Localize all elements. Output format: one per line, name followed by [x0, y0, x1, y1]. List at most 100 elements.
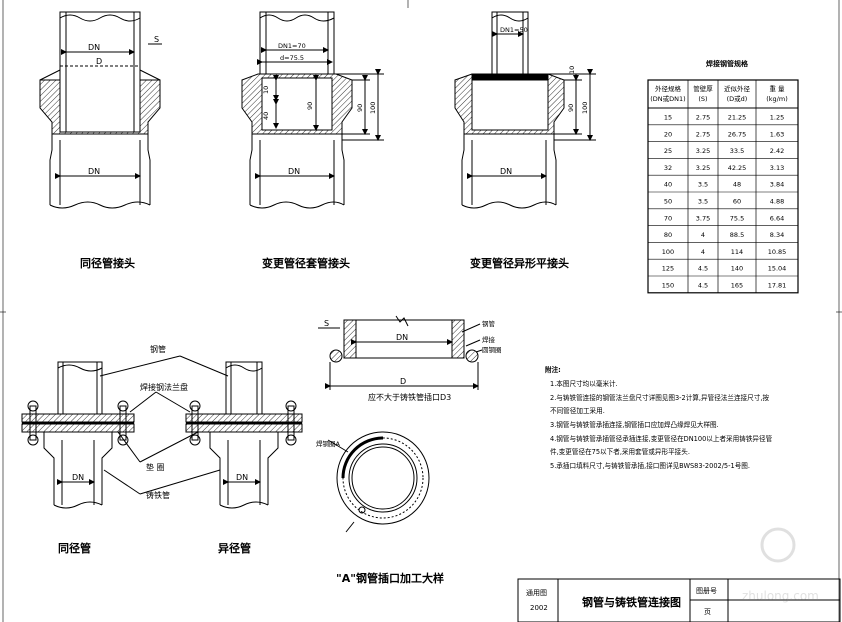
table-cell: 10.85: [768, 248, 787, 256]
table-cell: 4.88: [770, 198, 784, 206]
table-cell: 21.25: [728, 114, 747, 122]
note-line: 5.承插口填料尺寸,与铸铁管承插,接口图详见BWS83-2002/5-1号图.: [550, 461, 750, 470]
fig5-caption: "A"钢管插口加工大样: [336, 571, 444, 585]
fig2-dim-100: 100: [369, 102, 377, 114]
table-cell: 26.75: [728, 130, 747, 138]
fig2-d755-label: d=75.5: [280, 54, 304, 62]
title-block-year: 2002: [530, 604, 548, 612]
table-cell: 3.84: [770, 181, 784, 189]
notes-list: 1.本图尺寸均以毫米计. 2.与铸铁管连接的钢管法兰盘尺寸详图见图3-2计算,异…: [550, 379, 773, 470]
table-cell: 2.75: [696, 114, 710, 122]
fig2-caption: 变更管径套管接头: [262, 256, 350, 270]
fig4-gasket-label: 垫 圈: [146, 462, 165, 472]
note-line: 3.钢管与铸铁管承插连接,钢管插口应加焊凸缘焊见大样图.: [550, 420, 719, 429]
table-cell: 4.5: [698, 282, 708, 290]
table-cell: 4: [701, 231, 705, 239]
table-cell: 60: [733, 198, 741, 206]
table-cell: 2.75: [696, 130, 710, 138]
fig2-dim-10: 10: [262, 86, 270, 94]
table-cell: 75.5: [730, 214, 744, 222]
table-cell: 80: [664, 231, 672, 239]
fig1-same-diameter-joint: [39, 11, 162, 209]
table-header-cell: 近似外径: [724, 84, 751, 93]
fig1-dn-label: DN: [88, 43, 100, 52]
table-cell: 25: [664, 147, 672, 155]
fig4-flange-connections: [21, 355, 303, 509]
note-line: 件,变更管径在75以下者,采用套管或异形平接头.: [550, 447, 690, 456]
fig3-caption: 变更管径异形平接头: [470, 256, 569, 270]
note-line: 不同管径加工采用.: [550, 406, 605, 415]
fig3-dim-90: 90: [567, 104, 575, 112]
table-cell: 15: [664, 114, 672, 122]
table-header-cell: (D或d): [727, 94, 748, 103]
table-header-cell: 管壁厚: [693, 84, 713, 93]
fig4-dn-left: DN: [72, 473, 84, 482]
table-cell: 165: [731, 282, 743, 290]
note-line: 4.钢管与铸铁管承插管径承插连接,变更管径在DN100以上者采用铸铁异径管: [550, 434, 773, 443]
fig4-caption-left: 同径管: [58, 541, 91, 555]
watermark-logo: zhulong.com: [742, 527, 819, 603]
fig2-dn-label: DN: [288, 167, 300, 176]
fig1-caption: 同径管接头: [80, 256, 135, 270]
table-cell: 42.25: [728, 164, 747, 172]
fig2-dim-90a: 90: [306, 102, 314, 110]
fig3-dim-10: 10: [568, 66, 576, 74]
table-header-cell: 重 量: [769, 85, 785, 93]
fig4-dn-right: DN: [236, 473, 248, 482]
table-header-cell: (kg/m): [766, 95, 787, 103]
table-cell: 125: [662, 265, 674, 273]
fig5-d-label: D: [400, 377, 406, 386]
table-cell: 100: [662, 248, 674, 256]
title-block-title: 钢管与铸铁管连接图: [582, 595, 681, 609]
table-cell: 3.5: [698, 181, 708, 189]
fig5-steel-label: 钢管: [482, 319, 496, 328]
table-header-cell: (S): [698, 95, 707, 103]
fig2-reducing-sleeve-joint: [241, 11, 384, 209]
table-cell: 48: [733, 181, 741, 189]
table-cell: 50: [664, 198, 672, 206]
table-cell: 88.5: [730, 231, 744, 239]
table-cell: 2.42: [770, 147, 784, 155]
spec-table-title: 焊接钢管规格: [706, 59, 749, 68]
title-block-atlas-label: 图册号: [696, 587, 717, 595]
table-cell: 150: [662, 282, 674, 290]
fig5-socket-detail: [318, 315, 483, 533]
table-cell: 3.5: [698, 198, 708, 206]
table-cell: 1.63: [770, 130, 784, 138]
fig2-dim-40: 40: [262, 112, 270, 120]
fig1-d-label: D: [96, 57, 102, 66]
table-cell: 15.04: [768, 265, 787, 273]
fig1-dn-bottom-label: DN: [88, 167, 100, 176]
table-cell: 114: [731, 248, 743, 256]
fig4-cast-pipe-label: 铸铁管: [146, 490, 170, 500]
fig2-dn70-label: DN1=70: [278, 42, 306, 50]
fig3-dn-label: DN: [500, 167, 512, 176]
table-cell: 1.25: [770, 114, 784, 122]
note-line: 2.与铸铁管连接的钢管法兰盘尺寸详图见图3-2计算,异管径法兰连接尺寸,按: [550, 393, 769, 402]
fig3-dn50-label: DN1=50: [500, 26, 528, 34]
table-header-cell: (DN或DN1): [650, 94, 685, 103]
table-cell: 33.5: [730, 147, 744, 155]
fig5-ring-label: 圆钢圈: [482, 346, 502, 354]
table-cell: 32: [664, 164, 672, 172]
table-cell: 8.34: [770, 231, 784, 239]
fig5-dn-label: DN: [396, 333, 408, 342]
table-cell: 70: [664, 214, 672, 222]
title-block-std: 通用图: [526, 588, 547, 597]
table-cell: 3.75: [696, 214, 710, 222]
table-header-cell: 外径规格: [655, 84, 682, 93]
table-cell: 4: [701, 248, 705, 256]
table-cell: 3.25: [696, 164, 710, 172]
table-cell: 4.5: [698, 265, 708, 273]
fig4-flange-label: 焊接钢法兰盘: [140, 382, 188, 392]
table-cell: 6.64: [770, 214, 784, 222]
table-cell: 20: [664, 130, 672, 138]
fig3-reducing-flat-joint: [454, 11, 596, 209]
watermark-text: zhulong.com: [742, 589, 819, 603]
fig3-dim-100: 100: [581, 102, 589, 114]
table-cell: 140: [731, 265, 743, 273]
table-cell: 40: [664, 181, 672, 189]
fig4-caption-right: 异径管: [218, 541, 251, 555]
